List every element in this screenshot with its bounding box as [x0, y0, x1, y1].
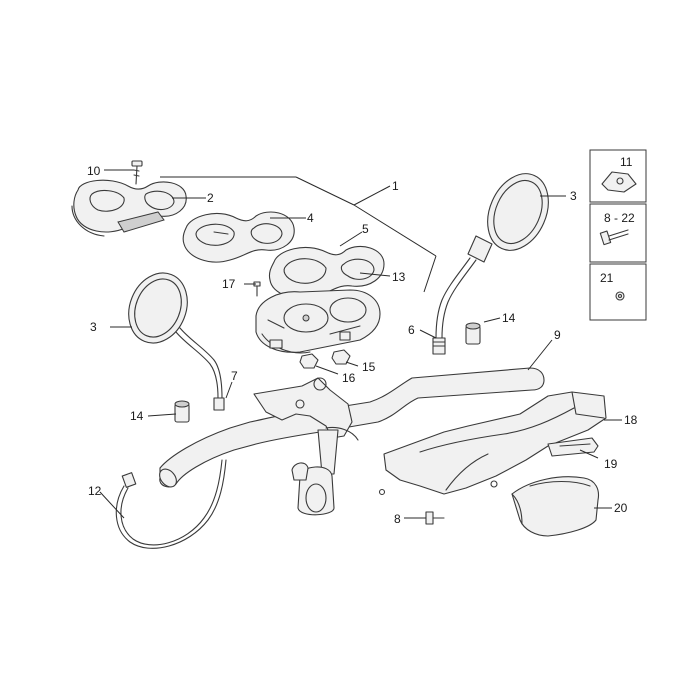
label-7: 7	[231, 369, 238, 383]
label-8: 8	[394, 512, 401, 526]
part-14-cap-right	[465, 322, 481, 345]
label-3-left: 3	[90, 320, 97, 334]
label-18: 18	[624, 413, 638, 427]
label-19: 19	[604, 457, 618, 471]
label-15: 15	[362, 360, 376, 374]
label-14-left: 14	[130, 409, 144, 423]
part-8-screw	[425, 511, 445, 525]
label-16: 16	[342, 371, 356, 385]
part-3-mirror-right	[435, 173, 549, 339]
label-6: 6	[408, 323, 415, 337]
label-12: 12	[88, 484, 102, 498]
part-3-mirror-left	[128, 272, 225, 411]
label-9: 9	[554, 328, 561, 342]
part-20-trim-cover	[511, 476, 600, 537]
part-16-nut	[299, 353, 319, 369]
label-14-right: 14	[502, 311, 516, 325]
part-18-handlebar-cover	[378, 391, 607, 496]
part-14-cap-left	[174, 400, 190, 423]
label-20: 20	[614, 501, 628, 515]
part-15-nut	[331, 349, 351, 365]
label-2: 2	[207, 191, 214, 205]
label-13: 13	[392, 270, 406, 284]
inset-box-11	[589, 149, 647, 203]
label-3-right: 3	[570, 189, 577, 203]
label-8-22: 8 - 22	[604, 211, 635, 225]
part-6-mirror-adapter	[432, 337, 446, 355]
label-5: 5	[362, 222, 369, 236]
part-19-bracket	[547, 437, 599, 457]
label-21: 21	[600, 271, 614, 285]
part-4-gasket	[182, 211, 295, 263]
inset-box-21	[589, 263, 647, 321]
instrument-cluster	[255, 289, 381, 354]
part-9-handlebar	[159, 367, 545, 488]
label-1: 1	[392, 179, 399, 193]
label-4: 4	[307, 211, 314, 225]
leader-lines	[99, 169, 622, 519]
part-2-instrument-cover	[71, 179, 187, 237]
part-5-bezel	[268, 246, 385, 299]
inset-box-8-22	[589, 203, 647, 263]
reference-numbers: 1 2 3 3 4 5 6 7 8 8 - 22 9 10 11 12 13 1…	[87, 155, 638, 526]
label-10: 10	[87, 164, 101, 178]
label-11: 11	[620, 155, 633, 169]
part-12-cable	[115, 459, 227, 549]
handlebar-clamp	[253, 377, 359, 516]
label-17: 17	[222, 277, 236, 291]
part-10-screw	[131, 160, 143, 185]
